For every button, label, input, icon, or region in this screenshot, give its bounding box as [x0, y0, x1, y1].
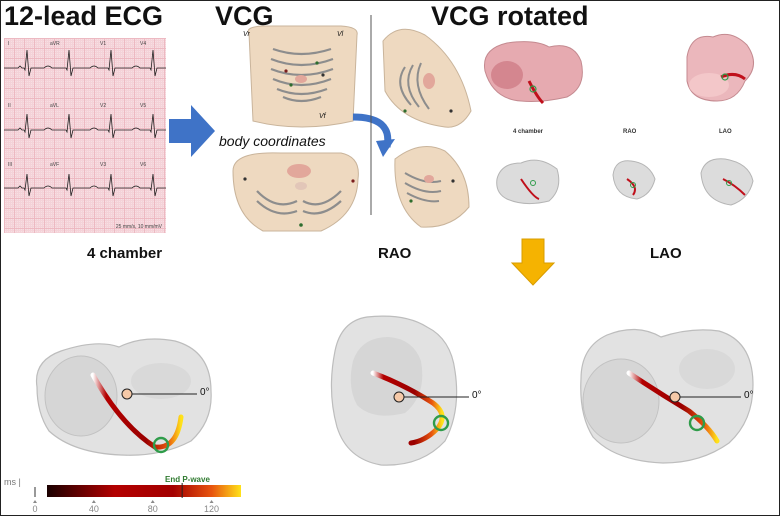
thumb-rao-label: RAO	[623, 129, 637, 135]
angle-label-rao: 0°	[472, 390, 482, 401]
colorbar-tick-mark	[91, 500, 96, 503]
heart-model-pink-2	[686, 33, 754, 102]
result-arrow-icon	[510, 238, 556, 286]
ecg-trace-row3	[4, 173, 166, 197]
colorbar-unit-label: ms |	[4, 477, 21, 487]
thumb-rao-model	[612, 160, 656, 200]
heart-rao-model	[330, 315, 469, 466]
torso-bottom-model	[232, 152, 359, 232]
ecg-lead-label: aVL	[50, 103, 59, 109]
ecg-heading: 12-lead ECG	[4, 1, 164, 31]
thumb-4-chamber-label: 4 chamber	[513, 129, 544, 135]
ecg-lead-label: I	[8, 41, 10, 47]
colorbar-tick-mark	[150, 500, 155, 503]
heart-model-pink-1	[483, 41, 583, 105]
colorbar-tick-label: 0	[32, 504, 38, 514]
torso-rotated-top-model	[382, 28, 472, 128]
ecg-lead-label: V1	[100, 41, 107, 47]
end-pwave-label: End P-wave	[165, 475, 210, 484]
ecg-lead-label: aVR	[50, 41, 60, 47]
vr-label: Vr	[243, 31, 250, 38]
body-coordinates-label: body coordinates	[217, 133, 328, 149]
colorbar-tick-mark	[33, 500, 37, 503]
thumb-lao-model	[700, 158, 754, 206]
ecg-lead-label: V3	[100, 162, 107, 168]
colorbar-tick-mark	[209, 500, 214, 503]
thumb-lao-label: LAO	[719, 129, 732, 135]
ecg-traces	[4, 49, 166, 197]
ecg-lead-label: V4	[140, 41, 147, 47]
ecg-lead-label: V5	[140, 103, 147, 109]
colorbar	[33, 483, 241, 503]
angle-label-lao: 0°	[744, 390, 754, 401]
heart-4-chamber-model	[35, 338, 212, 456]
colorbar-gradient	[47, 485, 241, 497]
ecg-lead-label: III	[8, 162, 13, 168]
angle-label-4-chamber: 0°	[200, 387, 210, 398]
torso-rotated-bottom-model	[394, 146, 470, 228]
vcg-rotated-heading: VCG rotated	[431, 1, 589, 31]
ecg-lead-label: V6	[140, 162, 147, 168]
vf-label: Vf	[319, 113, 326, 120]
view-label-rao: RAO	[378, 245, 412, 262]
ecg-trace-row1	[4, 49, 166, 77]
ecg-panel: I aVR V1 V4 II aVL V2 V5 III aVF V3 V6 2…	[4, 38, 166, 233]
view-label-lao: LAO	[650, 245, 682, 262]
thumb-4-chamber-model	[496, 159, 560, 205]
heart-lao-model	[580, 328, 754, 464]
ecg-lead-label: V2	[100, 103, 107, 109]
torso-front-model	[247, 25, 358, 128]
colorbar-tick-label: 40	[88, 504, 99, 514]
colorbar-tick-label: 80	[147, 504, 158, 514]
ecg-lead-label: aVF	[50, 162, 60, 168]
view-label-4-chamber: 4 chamber	[87, 245, 163, 262]
ecg-lead-label: II	[8, 103, 11, 109]
colorbar-tick-label: 120	[204, 504, 220, 514]
process-arrow-icon	[169, 105, 215, 157]
vl-label: Vl	[337, 31, 344, 38]
ecg-footnote: 25 mm/s, 10 mm/mV	[115, 224, 162, 230]
ecg-trace-row2	[4, 113, 166, 139]
